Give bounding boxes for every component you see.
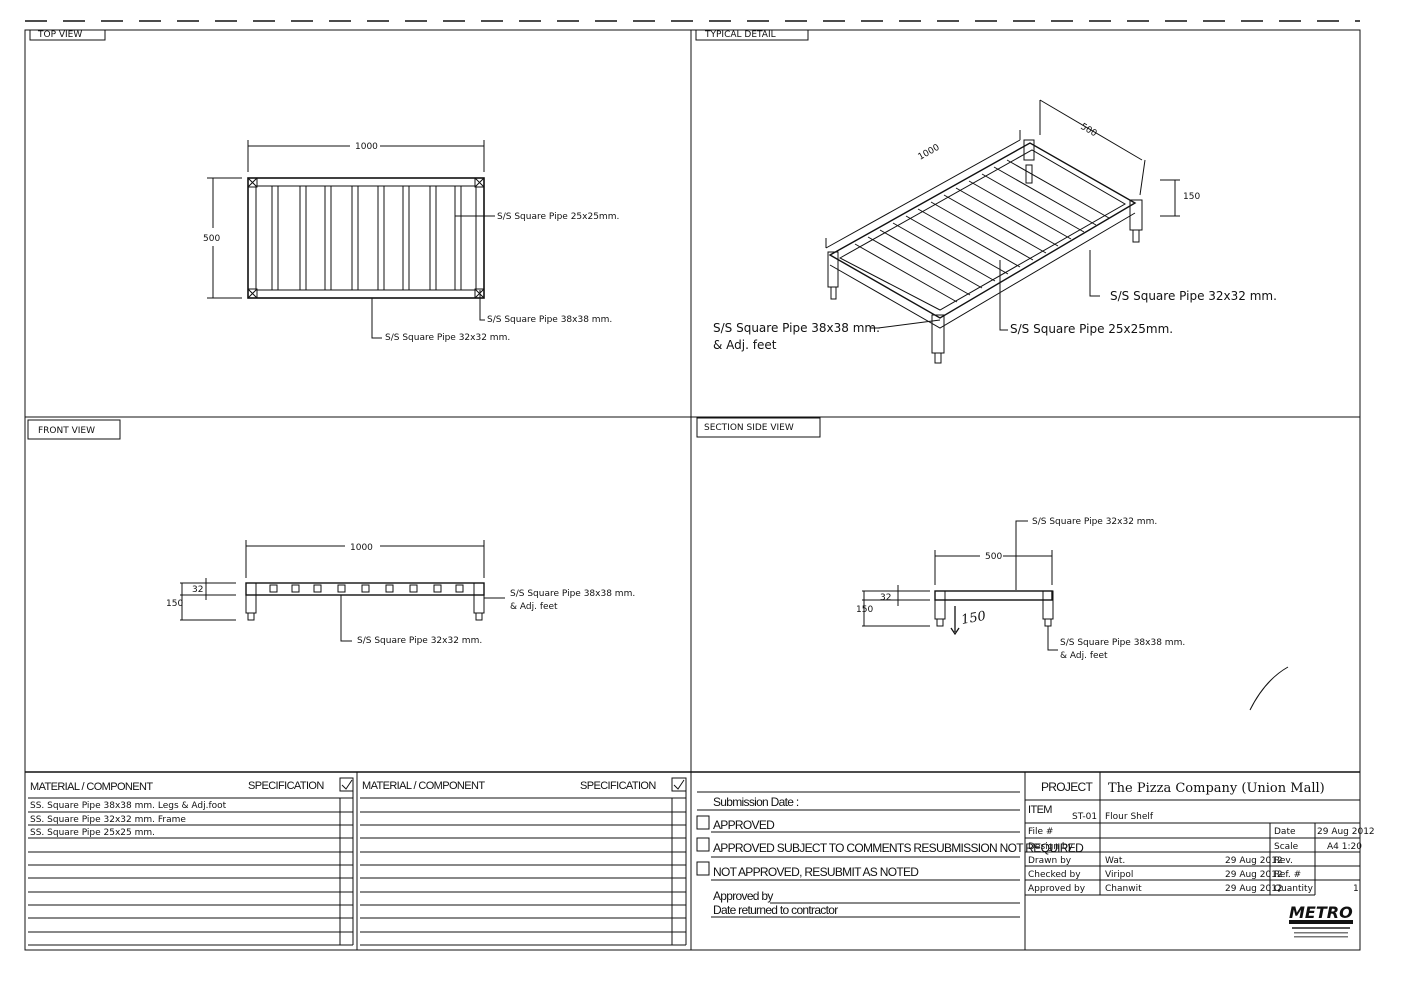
svg-text:Rev.: Rev. [1274, 856, 1293, 866]
svg-text:Scale: Scale [1274, 842, 1299, 852]
svg-text:TYPICAL DETAIL: TYPICAL DETAIL [704, 30, 776, 40]
svg-text:FRONT VIEW: FRONT VIEW [38, 426, 95, 436]
svg-text:SPECIFICATION: SPECIFICATION [248, 780, 324, 792]
front-dim-height: 150 [166, 599, 183, 609]
svg-text:PROJECT: PROJECT [1041, 780, 1093, 794]
svg-text:Quantity: Quantity [1274, 884, 1314, 894]
svg-text:ST-01: ST-01 [1072, 812, 1097, 822]
svg-text:29 Aug 2012: 29 Aug 2012 [1225, 856, 1283, 866]
svg-text:Viripol: Viripol [1105, 870, 1133, 880]
front-view-drawing [180, 540, 505, 642]
svg-text:SECTION SIDE VIEW: SECTION SIDE VIEW [704, 423, 794, 433]
front-view-title: FRONT VIEW [27, 419, 121, 440]
title-block: PROJECT The Pizza Company (Union Mall) I… [1025, 772, 1375, 938]
side-dim-width: 500 [985, 552, 1002, 562]
top-callout-32: S/S Square Pipe 32x32 mm. [385, 333, 510, 343]
side-view-title: SECTION SIDE VIEW [696, 417, 821, 438]
approved-with-comments-checkbox[interactable] [696, 837, 710, 852]
sheet-border [24, 29, 1361, 951]
svg-text:File #: File # [1028, 827, 1053, 837]
svg-text:Wat.: Wat. [1105, 856, 1125, 866]
svg-text:Approved by: Approved by [713, 889, 773, 903]
side-callout-feet: & Adj. feet [1060, 651, 1108, 661]
side-callout-38: S/S Square Pipe 38x38 mm. [1060, 638, 1185, 648]
svg-text:1: 1 [1353, 884, 1359, 894]
side-dim-height: 150 [856, 605, 873, 615]
svg-text:Approved by: Approved by [1028, 884, 1086, 894]
front-dim-frame: 32 [192, 585, 203, 595]
iso-dim-height: 150 [1183, 192, 1200, 202]
side-dim-frame: 32 [880, 593, 891, 603]
top-dim-width: 500 [203, 234, 220, 244]
svg-text:NOT APPROVED, RESUBMIT AS NOTE: NOT APPROVED, RESUBMIT AS NOTED [713, 865, 919, 879]
svg-text:A4 1:20: A4 1:20 [1327, 842, 1362, 852]
svg-text:Design by: Design by [1028, 842, 1074, 852]
svg-text:METRO: METRO [1289, 903, 1353, 922]
iso-dim-width: 500 [1079, 122, 1099, 139]
iso-callout-25: S/S Square Pipe 25x25mm. [1010, 322, 1173, 336]
svg-text:Date: Date [1274, 827, 1296, 837]
svg-text:MATERIAL / COMPONENT: MATERIAL / COMPONENT [362, 780, 485, 792]
typical-detail-title: TYPICAL DETAIL [695, 30, 809, 41]
iso-callout-32: S/S Square Pipe 32x32 mm. [1110, 289, 1277, 303]
material-table-2: MATERIAL / COMPONENT SPECIFICATION [360, 777, 687, 946]
front-dim-length: 1000 [350, 543, 373, 553]
svg-text:MATERIAL / COMPONENT: MATERIAL / COMPONENT [30, 781, 153, 793]
top-view-drawing [207, 140, 495, 339]
top-dim-length: 1000 [355, 142, 378, 152]
iso-dim-length: 1000 [917, 143, 942, 163]
front-callout-32: S/S Square Pipe 32x32 mm. [357, 636, 482, 646]
front-callout-feet: & Adj. feet [510, 602, 558, 612]
svg-text:Submission Date :: Submission Date : [713, 795, 799, 809]
top-callout-38: S/S Square Pipe 38x38 mm. [487, 315, 612, 325]
material-row: SS. Square Pipe 32x32 mm. Frame [30, 815, 186, 825]
svg-text:Chanwit: Chanwit [1105, 884, 1142, 894]
not-approved-checkbox[interactable] [696, 861, 710, 876]
project-name: The Pizza Company (Union Mall) [1108, 781, 1325, 796]
side-view-drawing [862, 520, 1289, 711]
iso-callout-38: S/S Square Pipe 38x38 mm. [713, 321, 880, 335]
svg-text:29 Aug 2012: 29 Aug 2012 [1225, 884, 1283, 894]
svg-text:TOP VIEW: TOP VIEW [37, 30, 82, 40]
svg-text:Checked by: Checked by [1028, 870, 1081, 880]
top-view-title: TOP VIEW [29, 30, 106, 41]
top-callout-25: S/S Square Pipe 25x25mm. [497, 212, 619, 222]
material-row: SS. Square Pipe 38x38 mm. Legs & Adj.foo… [30, 801, 227, 811]
svg-text:29 Aug 2012: 29 Aug 2012 [1317, 827, 1375, 837]
side-callout-32: S/S Square Pipe 32x32 mm. [1032, 517, 1157, 527]
svg-text:APPROVED: APPROVED [713, 818, 775, 832]
metro-logo: METRO [1289, 903, 1353, 938]
front-callout-38: S/S Square Pipe 38x38 mm. [510, 589, 635, 599]
approval-block: Submission Date : APPROVED APPROVED SUBJ… [696, 791, 1085, 918]
iso-callout-feet: & Adj. feet [713, 338, 777, 352]
material-table-1: MATERIAL / COMPONENT SPECIFICATION SS. S… [28, 777, 354, 946]
svg-text:Drawn by: Drawn by [1028, 856, 1072, 866]
svg-text:Date returned to contractor: Date returned to contractor [713, 903, 838, 917]
svg-text:SPECIFICATION: SPECIFICATION [580, 780, 656, 792]
svg-text:29 Aug 2012: 29 Aug 2012 [1225, 870, 1283, 880]
svg-text:ITEM: ITEM [1028, 804, 1052, 816]
handwritten-note: 150 [960, 609, 987, 628]
bottom-grid [356, 772, 1026, 950]
isometric-drawing [825, 99, 1180, 364]
material-row: SS. Square Pipe 25x25 mm. [30, 828, 155, 838]
item-name: Flour Shelf [1105, 812, 1154, 822]
svg-text:Ref. #: Ref. # [1274, 870, 1301, 880]
svg-text:APPROVED SUBJECT TO COMMENTS R: APPROVED SUBJECT TO COMMENTS RESUBMISSIO… [713, 841, 1084, 855]
approved-checkbox[interactable] [696, 815, 710, 830]
